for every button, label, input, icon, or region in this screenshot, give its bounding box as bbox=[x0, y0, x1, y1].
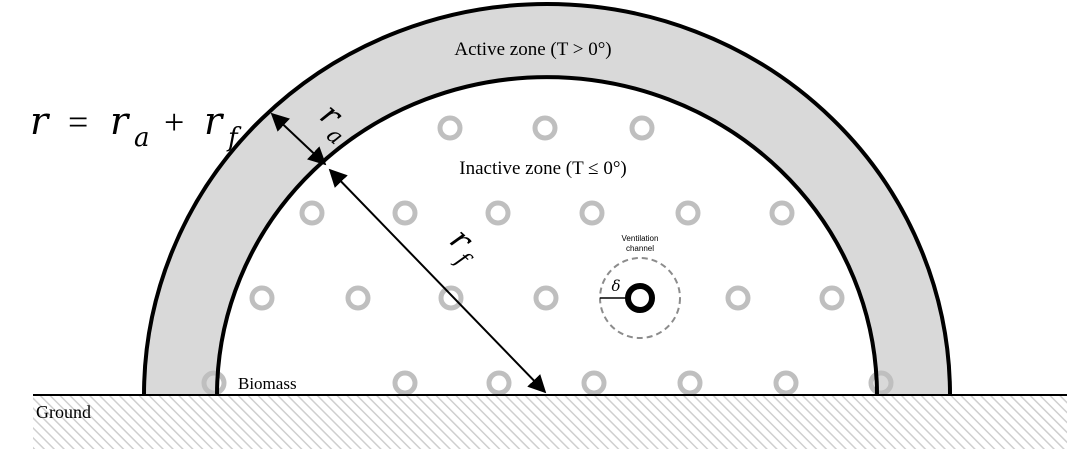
equation-lhs: r bbox=[30, 99, 51, 143]
equation-plus: + bbox=[164, 102, 184, 142]
biomass-circle bbox=[677, 370, 703, 396]
ra-arrow bbox=[270, 112, 327, 166]
rf-label: r f bbox=[443, 220, 481, 274]
biomass-circle bbox=[201, 370, 227, 396]
channel-pipe bbox=[625, 283, 655, 313]
biomass-circle bbox=[438, 285, 464, 311]
biomass-circle bbox=[769, 200, 795, 226]
biomass-circle bbox=[819, 285, 845, 311]
biomass-circle bbox=[249, 285, 275, 311]
equation-rf: r bbox=[204, 99, 225, 143]
biomass-circle bbox=[532, 115, 558, 141]
biomass-circle bbox=[868, 370, 894, 396]
ground-label: Ground bbox=[36, 402, 91, 422]
ground-hatch bbox=[33, 395, 1067, 449]
biomass-circle bbox=[629, 115, 655, 141]
ventilation-channel bbox=[599, 257, 681, 339]
ventilation-label-line1: Ventilation bbox=[622, 234, 659, 243]
biomass-circle bbox=[299, 200, 325, 226]
biomass-circle bbox=[392, 200, 418, 226]
biomass-circle bbox=[345, 285, 371, 311]
biomass-circle bbox=[581, 370, 607, 396]
biomass-circle bbox=[485, 200, 511, 226]
equation-ra: r bbox=[110, 99, 131, 143]
outer-boundary bbox=[142, 2, 952, 396]
inner-boundary bbox=[215, 75, 879, 396]
inactive-zone-label: Inactive zone (T ≤ 0°) bbox=[459, 158, 627, 179]
biomass-circle bbox=[773, 370, 799, 396]
radius-equation: r = r a + r f bbox=[30, 99, 242, 153]
equation-equals: = bbox=[68, 102, 88, 142]
biomass-label: Biomass bbox=[238, 374, 297, 393]
biomass-circle bbox=[533, 285, 559, 311]
active-zone-label: Active zone (T > 0°) bbox=[454, 39, 611, 60]
biomass-circle bbox=[486, 370, 512, 396]
ventilation-label-line2: channel bbox=[626, 244, 654, 253]
active-zone-ring bbox=[144, 4, 950, 395]
equation-ra-subscript: a bbox=[134, 123, 150, 153]
biomass-circle bbox=[437, 115, 463, 141]
biomass-circle bbox=[579, 200, 605, 226]
biomass-circle bbox=[725, 285, 751, 311]
biomass-circle bbox=[675, 200, 701, 226]
biomass-circle bbox=[392, 370, 418, 396]
rf-arrow bbox=[328, 168, 547, 394]
delta-label: δ bbox=[611, 277, 620, 295]
